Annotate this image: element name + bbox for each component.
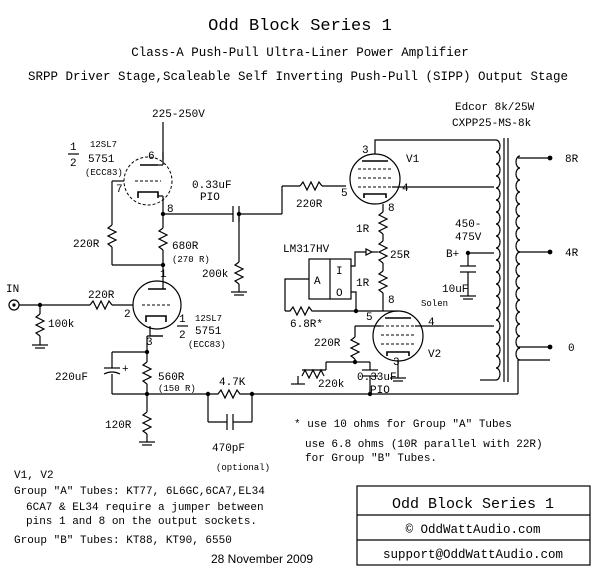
v2-pin-4: 4 <box>428 317 435 329</box>
bottom-triode-half-2: 2 <box>179 330 186 342</box>
tube-list-jumper-1: 6CA7 & EL34 require a jumper between <box>26 502 264 514</box>
v1-pin-5: 5 <box>341 188 348 200</box>
v2-grid-resistor-label: 220R <box>314 338 341 350</box>
pot-25r-label: 25R <box>390 250 410 262</box>
cathode-cap-label: 220uF <box>55 372 88 384</box>
tube-list-group-a: Group "A" Tubes: KT77, 6L6GC,6CA7,EL34 <box>14 486 265 498</box>
feedback-resistor-label: 4.7K <box>219 377 246 389</box>
transformer-part: CXPP25-MS-8k <box>452 118 532 130</box>
top-triode-type: 12SL7 <box>90 140 117 150</box>
grid-leak-label: 200k <box>202 269 229 281</box>
top-triode-half-1: 1 <box>70 142 77 154</box>
bottom-triode-half-1: 1 <box>179 314 186 326</box>
tube-list-group-b: Group "B" Tubes: KT88, KT90, 6550 <box>14 535 232 547</box>
triode-top <box>123 152 173 214</box>
anode-resistor-label: 680R <box>172 241 199 253</box>
top-triode-pin-7: 7 <box>116 184 123 196</box>
transformer-tap-4: 4R <box>565 248 579 260</box>
top-triode-half-2: 2 <box>70 158 77 170</box>
v1-cathode-1r-label: 1R <box>356 224 370 236</box>
feedback-cap-note: (optional) <box>216 463 270 473</box>
bottom-triode-pin-3: 3 <box>146 337 153 349</box>
top-grid-resistor-label: 220R <box>73 239 100 251</box>
input-resistor-label: 220R <box>88 290 115 302</box>
schematic-title: Odd Block Series 1 <box>208 17 392 36</box>
coupling-cap-type: PIO <box>200 192 220 204</box>
v1-label: V1 <box>406 154 420 166</box>
anode-resistor-alt: (270 R) <box>172 255 210 265</box>
v1-grid-resistor-label: 220R <box>296 199 323 211</box>
cathode-resistor-label: 560R <box>158 372 185 384</box>
transformer-name: Edcor 8k/25W <box>455 102 535 114</box>
schematic-date: 28 November 2009 <box>211 552 313 566</box>
schematic-subtitle-2: SRPP Driver Stage,Scaleable Self Inverti… <box>28 70 568 84</box>
note-line-1: * use 10 ohms for Group "A" Tubes <box>294 419 512 431</box>
transformer-tap-0: 0 <box>568 343 575 355</box>
tube-list-heading: V1, V2 <box>14 470 54 482</box>
v2-cap-type: PIO <box>370 385 390 397</box>
b-plus-voltage-2: 475V <box>455 232 482 244</box>
v2-cathode-1r-label: 1R <box>356 278 370 290</box>
footer-email: support@OddWattAudio.com <box>383 548 563 562</box>
coupling-cap-label: 0.33uF <box>192 180 232 192</box>
output-tube-v2 <box>372 310 424 362</box>
cathode-resistor-alt: (150 R) <box>158 384 196 394</box>
regulator-label: LM317HV <box>283 244 330 256</box>
output-tube-v1 <box>349 153 401 205</box>
top-triode-pin-8: 8 <box>167 204 174 216</box>
bottom-triode-alt: 5751 <box>195 326 222 338</box>
v2-cap-label: 0.33uF <box>357 372 397 384</box>
supply-cap-label: 10uF <box>442 284 468 296</box>
b-plus-label: B+ <box>446 249 459 261</box>
v2-pin-8: 8 <box>388 295 395 307</box>
v2-pin-5: 5 <box>366 312 373 324</box>
output-transformer <box>495 138 521 382</box>
bottom-triode-pin-1: 1 <box>160 269 167 281</box>
bottom-triode-pin-2: 2 <box>124 309 131 321</box>
top-triode-pin-6: 6 <box>148 151 155 163</box>
driver-supply-voltage: 225-250V <box>152 109 205 121</box>
input-leak-label: 100k <box>48 319 75 331</box>
supply-cap-type: Solen <box>421 299 448 309</box>
bottom-resistor-label: 120R <box>105 420 132 432</box>
bottom-triode-alt-2: (ECC83) <box>188 340 226 350</box>
note-line-2: use 6.8 ohms (10R parallel with 22R) <box>305 439 543 451</box>
bottom-triode-type: 12SL7 <box>195 314 222 324</box>
input-label: IN <box>6 284 19 296</box>
triode-bottom <box>132 280 182 337</box>
v2-pin-3: 3 <box>393 357 400 369</box>
footer-copyright: © OddWattAudio.com <box>405 523 540 537</box>
v1-pin-3: 3 <box>362 145 369 157</box>
regulator-pin-o: O <box>336 288 343 300</box>
note-line-3: for Group "B" Tubes. <box>305 453 437 465</box>
regulator-resistor-label: 6.8R* <box>290 319 323 331</box>
footer-box <box>356 485 591 566</box>
regulator-pin-i: I <box>336 266 343 278</box>
v2-label: V2 <box>428 349 441 361</box>
footer-title: Odd Block Series 1 <box>392 496 554 513</box>
v2-leak-label: 220k <box>318 379 345 391</box>
feedback-cap-label: 470pF <box>212 443 245 455</box>
top-triode-alt: 5751 <box>88 154 115 166</box>
top-triode-alt-2: (ECC83) <box>85 168 123 178</box>
v1-pin-8: 8 <box>388 203 395 215</box>
regulator-pin-a: A <box>314 276 321 288</box>
schematic-subtitle: Class-A Push-Pull Ultra-Liner Power Ampl… <box>131 46 469 60</box>
transformer-tap-8: 8R <box>565 154 579 166</box>
v1-pin-4: 4 <box>402 183 409 195</box>
cathode-cap-plus: + <box>122 364 129 376</box>
b-plus-voltage-1: 450- <box>455 219 481 231</box>
tube-list-jumper-2: pins 1 and 8 on the output sockets. <box>26 516 257 528</box>
